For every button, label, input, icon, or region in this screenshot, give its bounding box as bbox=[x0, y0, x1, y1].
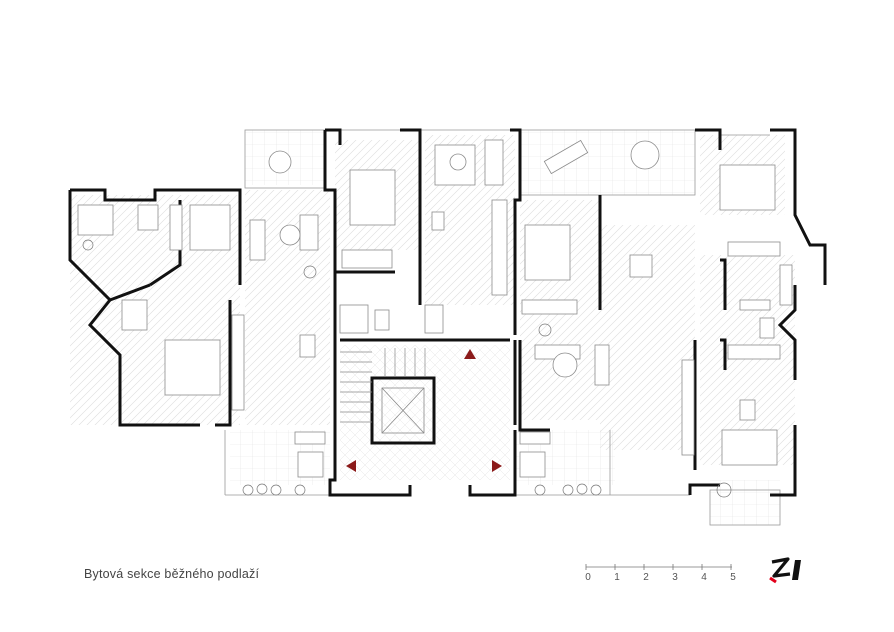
scale-tick-label: 3 bbox=[672, 572, 678, 583]
scale-tick-label: 2 bbox=[643, 572, 649, 583]
triangle-arrow-icon bbox=[346, 349, 502, 472]
studio-logo-icon bbox=[769, 557, 801, 584]
stairs bbox=[340, 348, 426, 423]
scale-tick-label: 1 bbox=[614, 572, 620, 583]
scale-tick-label: 5 bbox=[730, 572, 736, 583]
walls bbox=[68, 128, 827, 497]
drawing-caption: Bytová sekce běžného podlaží bbox=[84, 567, 260, 581]
scale-bar: 0 1 2 3 4 5 bbox=[582, 562, 742, 592]
scale-tick-label: 4 bbox=[701, 572, 707, 583]
scale-tick-label: 0 bbox=[585, 572, 591, 583]
furniture bbox=[77, 139, 793, 478]
plants bbox=[82, 239, 732, 498]
elevator bbox=[381, 387, 425, 434]
